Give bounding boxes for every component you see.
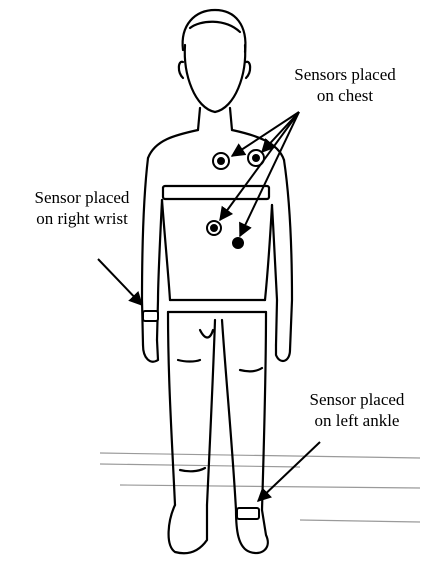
ankle-label-line1: Sensor placed — [292, 389, 422, 410]
ankle-label-line2: on left ankle — [292, 410, 422, 431]
wrist-sensor — [143, 311, 158, 321]
chest-label-line1: Sensors placed — [268, 64, 422, 85]
wrist-label-line2: on right wrist — [2, 208, 162, 229]
ankle-sensor-label: Sensor placed on left ankle — [292, 389, 422, 431]
ankle-arrow — [258, 442, 320, 501]
chest-sensor-label: Sensors placed on chest — [268, 64, 422, 106]
wrist-label-line1: Sensor placed — [2, 187, 162, 208]
chest-label-line2: on chest — [268, 85, 422, 106]
wrist-sensor-label: Sensor placed on right wrist — [2, 187, 162, 229]
ankle-sensor — [237, 508, 259, 519]
wrist-arrow — [98, 259, 142, 305]
chest-sensor-4 — [233, 238, 243, 248]
